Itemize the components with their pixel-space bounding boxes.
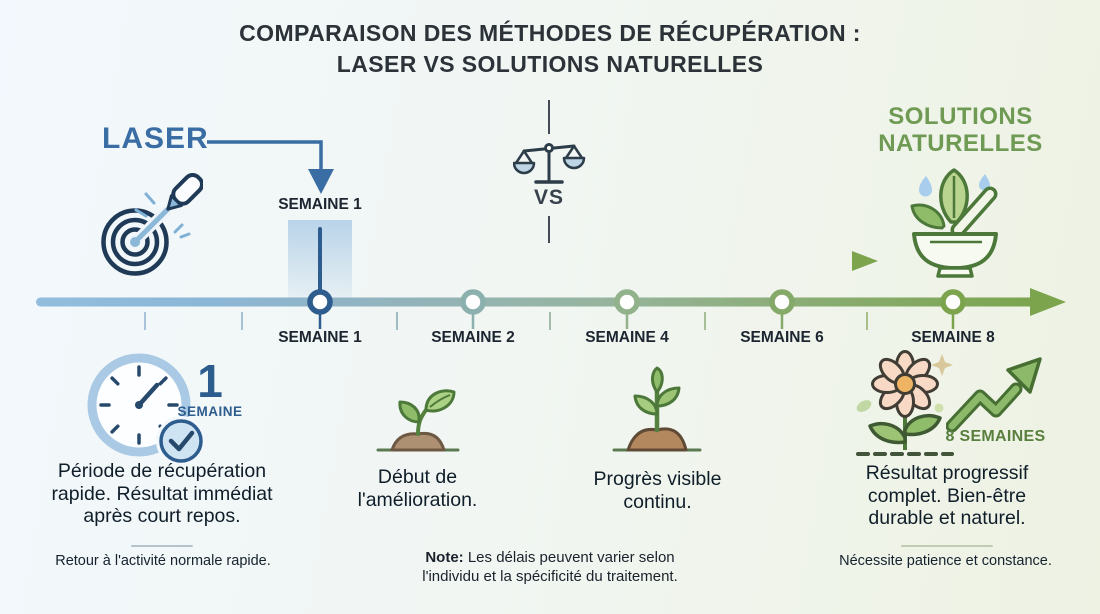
timeline-label-week4: SEMAINE 4 <box>585 329 669 346</box>
timeline-label-week8: SEMAINE 8 <box>911 329 995 346</box>
one-week-number: 1 <box>197 355 223 407</box>
timeline-label-week1: SEMAINE 1 <box>278 329 362 346</box>
vs-label: VS <box>533 186 564 209</box>
sprout-icon <box>372 386 464 458</box>
milestone-week2-text: Début de l'amélioration. <box>357 466 478 511</box>
vs-dash-top <box>548 100 550 134</box>
balance-scale-icon <box>513 136 587 192</box>
vs-dash-bottom <box>548 216 550 243</box>
plant-icon <box>606 366 708 458</box>
note-line1: Note: Les délais peuvent varier selon <box>385 549 715 568</box>
note-line2: l'individu et la spécificité du traiteme… <box>422 567 678 585</box>
one-week-unit: SEMAINE <box>177 403 243 419</box>
laser-heading: LASER <box>102 122 209 155</box>
natural-outcome-divider <box>901 545 993 547</box>
laser-target-icon <box>88 170 203 280</box>
flower-icon <box>840 350 972 462</box>
natural-outcome-description: Résultat progressif complet. Bien-être d… <box>865 462 1029 530</box>
milestone-week4-text: Progrès visible continu. <box>593 468 722 513</box>
mortar-pestle-icon <box>888 166 1023 280</box>
natural-progress-arrow <box>366 247 886 275</box>
page-title-line1: COMPARAISON DES MÉTHODES DE RÉCUPÉRATION… <box>239 20 861 46</box>
laser-callout-week-label: SEMAINE 1 <box>278 196 362 213</box>
page-title-line2: LASER VS SOLUTIONS NATURELLES <box>336 51 764 77</box>
timeline <box>0 285 1100 347</box>
growth-arrow-icon <box>946 356 1044 436</box>
bottom-note: Note: Les délais peuvent varier selon l'… <box>385 549 715 587</box>
note-label: Note: <box>425 549 464 566</box>
timeline-label-week2: SEMAINE 2 <box>431 329 515 346</box>
laser-callout-arrow <box>205 132 340 200</box>
week1-marker-stem <box>318 227 322 299</box>
laser-outcome-footnote: Retour à l'activité normale rapide. <box>55 553 271 569</box>
laser-outcome-divider <box>131 545 193 547</box>
eight-weeks-badge: 8 SEMAINES <box>945 428 1046 445</box>
natural-heading: SOLUTIONS NATURELLES <box>878 103 1043 157</box>
timeline-label-week6: SEMAINE 6 <box>740 329 824 346</box>
sparkle <box>931 354 953 376</box>
natural-outcome-footnote: Nécessite patience et constance. <box>839 553 1052 569</box>
clock-check-icon <box>82 350 208 464</box>
laser-outcome-description: Période de récupération rapide. Résultat… <box>51 460 273 528</box>
note-line1-text: Les délais peuvent varier selon <box>467 549 675 566</box>
one-week-badge: 1 SEMAINE <box>170 355 250 419</box>
